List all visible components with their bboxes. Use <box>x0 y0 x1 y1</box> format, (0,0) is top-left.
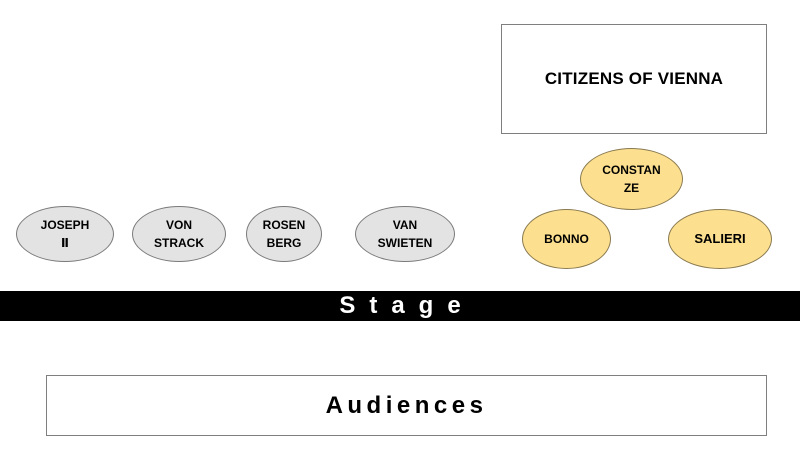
audience-box: Audiences <box>46 375 767 436</box>
character-bonno: BONNO <box>522 209 611 269</box>
citizens-of-vienna-label: CITIZENS OF VIENNA <box>544 69 724 88</box>
character-salieri: SALIERI <box>668 209 772 269</box>
citizens-of-vienna-box: CITIZENS OF VIENNA <box>501 24 767 134</box>
audience-label: Audiences <box>325 391 488 419</box>
character-constanze: CONSTAN ZE <box>580 148 683 210</box>
character-van-swieten: VAN SWIETEN <box>355 206 455 262</box>
stage-bar: Stage <box>0 291 800 321</box>
character-von-strack: VON STRACK <box>132 206 226 262</box>
character-joseph: JOSEPH Ⅱ <box>16 206 114 262</box>
character-rosenberg: ROSEN BERG <box>246 206 322 262</box>
stage-label: Stage <box>339 292 475 319</box>
